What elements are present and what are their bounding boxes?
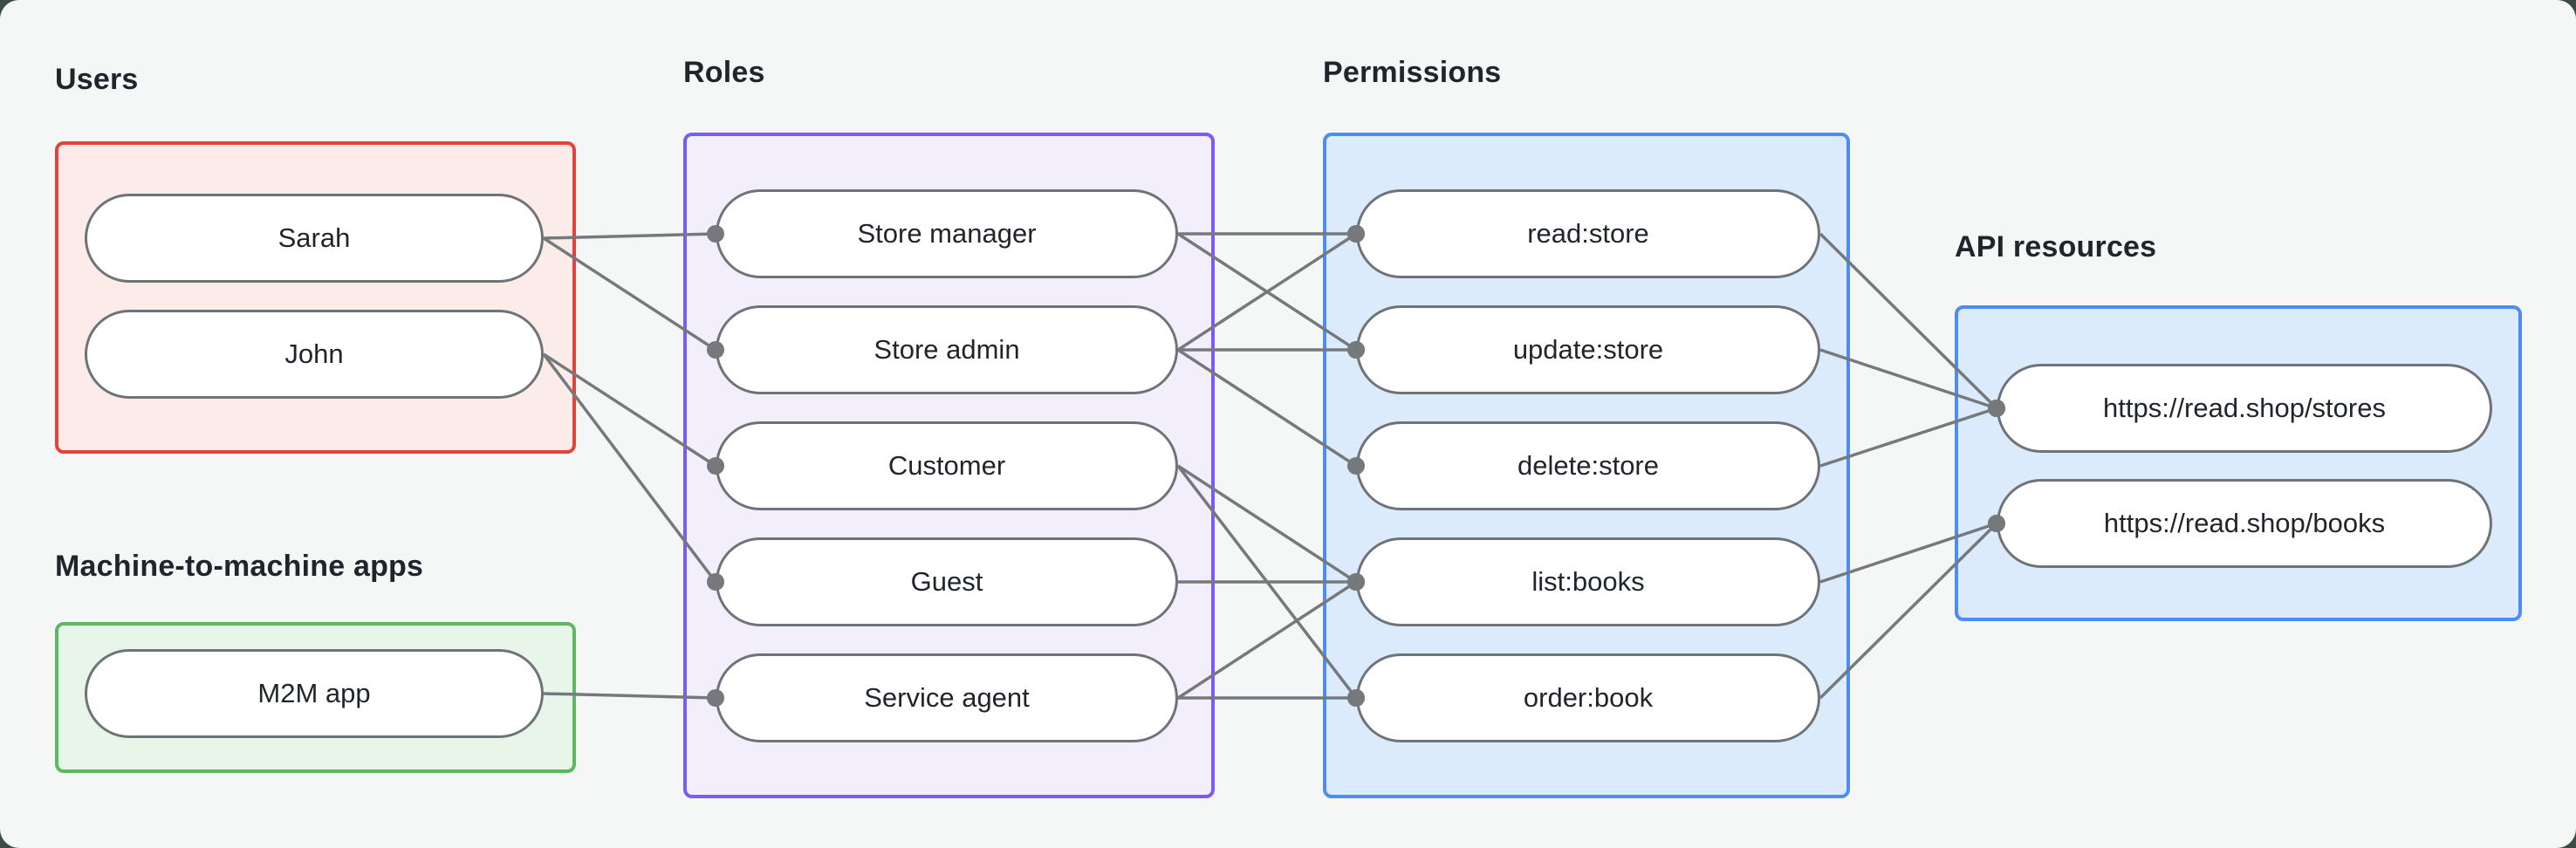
group-m2m-label: Machine-to-machine apps (55, 550, 424, 583)
group-api-label: API resources (1955, 230, 2157, 263)
node-store_manager: Store manager (716, 189, 1178, 278)
group-users-label: Users (55, 63, 139, 96)
edge-dot-store_admin-update_store (1347, 341, 1365, 359)
node-list_books: list:books (1356, 537, 1820, 626)
node-john: John (85, 310, 544, 399)
edge-dot-delete_store-stores (1988, 400, 2005, 417)
node-order_book: order:book (1356, 653, 1820, 742)
node-sarah: Sarah (85, 194, 544, 283)
group-permissions-label: Permissions (1323, 56, 1502, 89)
node-store_admin: Store admin (716, 305, 1178, 394)
node-stores: https://read.shop/stores (1997, 364, 2492, 453)
node-books: https://read.shop/books (1997, 479, 2492, 568)
edge-dot-sarah-store_admin (707, 341, 724, 359)
edge-dot-service_agent-order_book (1347, 689, 1365, 707)
edge-dot-store_admin-delete_store (1347, 457, 1365, 475)
edge-line-service_agent-list_books (1177, 580, 1357, 700)
edge-line-m2m_app-service_agent (543, 692, 716, 700)
node-delete_store: delete:store (1356, 421, 1820, 510)
edge-line-sarah-store_manager (543, 232, 716, 240)
group-roles-label: Roles (683, 56, 765, 89)
edge-line-update_store-stores (1819, 348, 1997, 410)
edge-line-read_store-stores (1819, 232, 1998, 410)
node-service_agent: Service agent (716, 653, 1178, 742)
group-users-box (55, 141, 576, 454)
edge-line-store_admin-read_store (1177, 232, 1357, 352)
node-guest: Guest (716, 537, 1178, 626)
edge-line-list_books-books (1819, 522, 1997, 584)
edge-dot-m2m_app-service_agent (707, 689, 724, 707)
edge-line-store_admin-delete_store (1177, 348, 1357, 468)
group-api-box (1955, 305, 2522, 621)
edge-dot-service_agent-list_books (1347, 573, 1365, 591)
edge-dot-john-customer (707, 457, 724, 475)
edge-dot-store_admin-read_store (1347, 225, 1365, 243)
edge-line-order_book-books (1819, 522, 1998, 700)
node-read_store: read:store (1356, 189, 1820, 278)
node-m2m_app: M2M app (85, 649, 544, 738)
edge-line-delete_store-stores (1819, 407, 1997, 468)
edge-dot-order_book-books (1988, 515, 2005, 532)
edge-line-sarah-store_admin (543, 236, 716, 352)
edge-line-john-guest (542, 352, 717, 584)
node-customer: Customer (716, 421, 1178, 510)
edge-line-customer-list_books (1177, 464, 1357, 584)
edge-dot-sarah-store_manager (707, 225, 724, 243)
edge-line-john-customer (543, 352, 716, 468)
edge-dot-john-guest (707, 573, 724, 591)
node-update_store: update:store (1356, 305, 1820, 394)
